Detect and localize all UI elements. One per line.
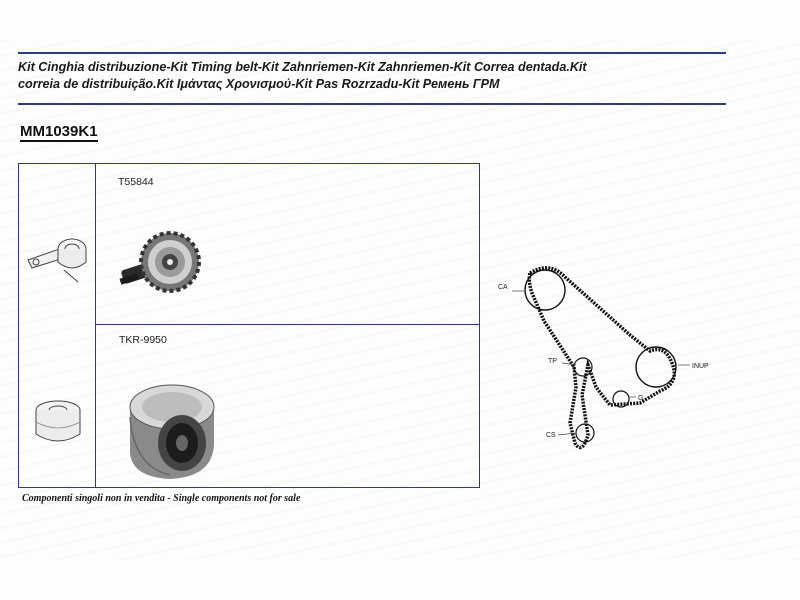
not-for-sale-footnote: Componenti singoli non in vendita - Sing… — [22, 493, 301, 504]
label-ca: CA — [498, 284, 508, 291]
parts-table-left-border — [18, 163, 19, 488]
tensioner-sketch-icon — [27, 238, 87, 283]
injection-pump-pulley-icon — [635, 346, 677, 388]
idler-sketch-icon — [35, 400, 81, 442]
tensioner-pulley-diagram-icon — [573, 357, 593, 377]
camshaft-pulley-icon — [524, 269, 566, 311]
label-tp: TP — [548, 358, 557, 365]
idler-pulley-diagram-icon — [612, 390, 630, 408]
kit-title-line-2: correia de distribuição.Kit Ιμάντας Χρον… — [18, 77, 500, 91]
kit-title: Kit Cinghia distribuzione-Kit Timing bel… — [18, 59, 728, 93]
label-g: G — [638, 395, 643, 402]
parts-table-right-border — [479, 163, 480, 488]
kit-title-line-1: Kit Cinghia distribuzione-Kit Timing bel… — [18, 60, 587, 74]
parts-table-top-border — [18, 163, 480, 164]
header-rule-bottom — [18, 103, 726, 105]
belt-routing-diagram: CA TP INUP G CS — [498, 266, 709, 450]
watermark-background — [0, 40, 800, 560]
parts-table-row-divider — [95, 324, 480, 325]
label-inup: INUP — [692, 363, 709, 370]
parts-table-bottom-border — [18, 487, 480, 488]
idler-pulley-icon — [129, 384, 215, 479]
label-cs: CS — [546, 432, 556, 439]
part-code-tensioner: T55844 — [118, 176, 154, 188]
tensioner-pulley-icon — [119, 231, 201, 293]
crankshaft-pulley-icon — [575, 423, 595, 443]
header-rule-top — [18, 52, 726, 54]
part-code-idler: TKR-9950 — [119, 334, 167, 346]
kit-code: MM1039K1 — [20, 123, 98, 142]
parts-table-column-divider — [95, 163, 96, 488]
timing-belt-path — [527, 266, 676, 450]
